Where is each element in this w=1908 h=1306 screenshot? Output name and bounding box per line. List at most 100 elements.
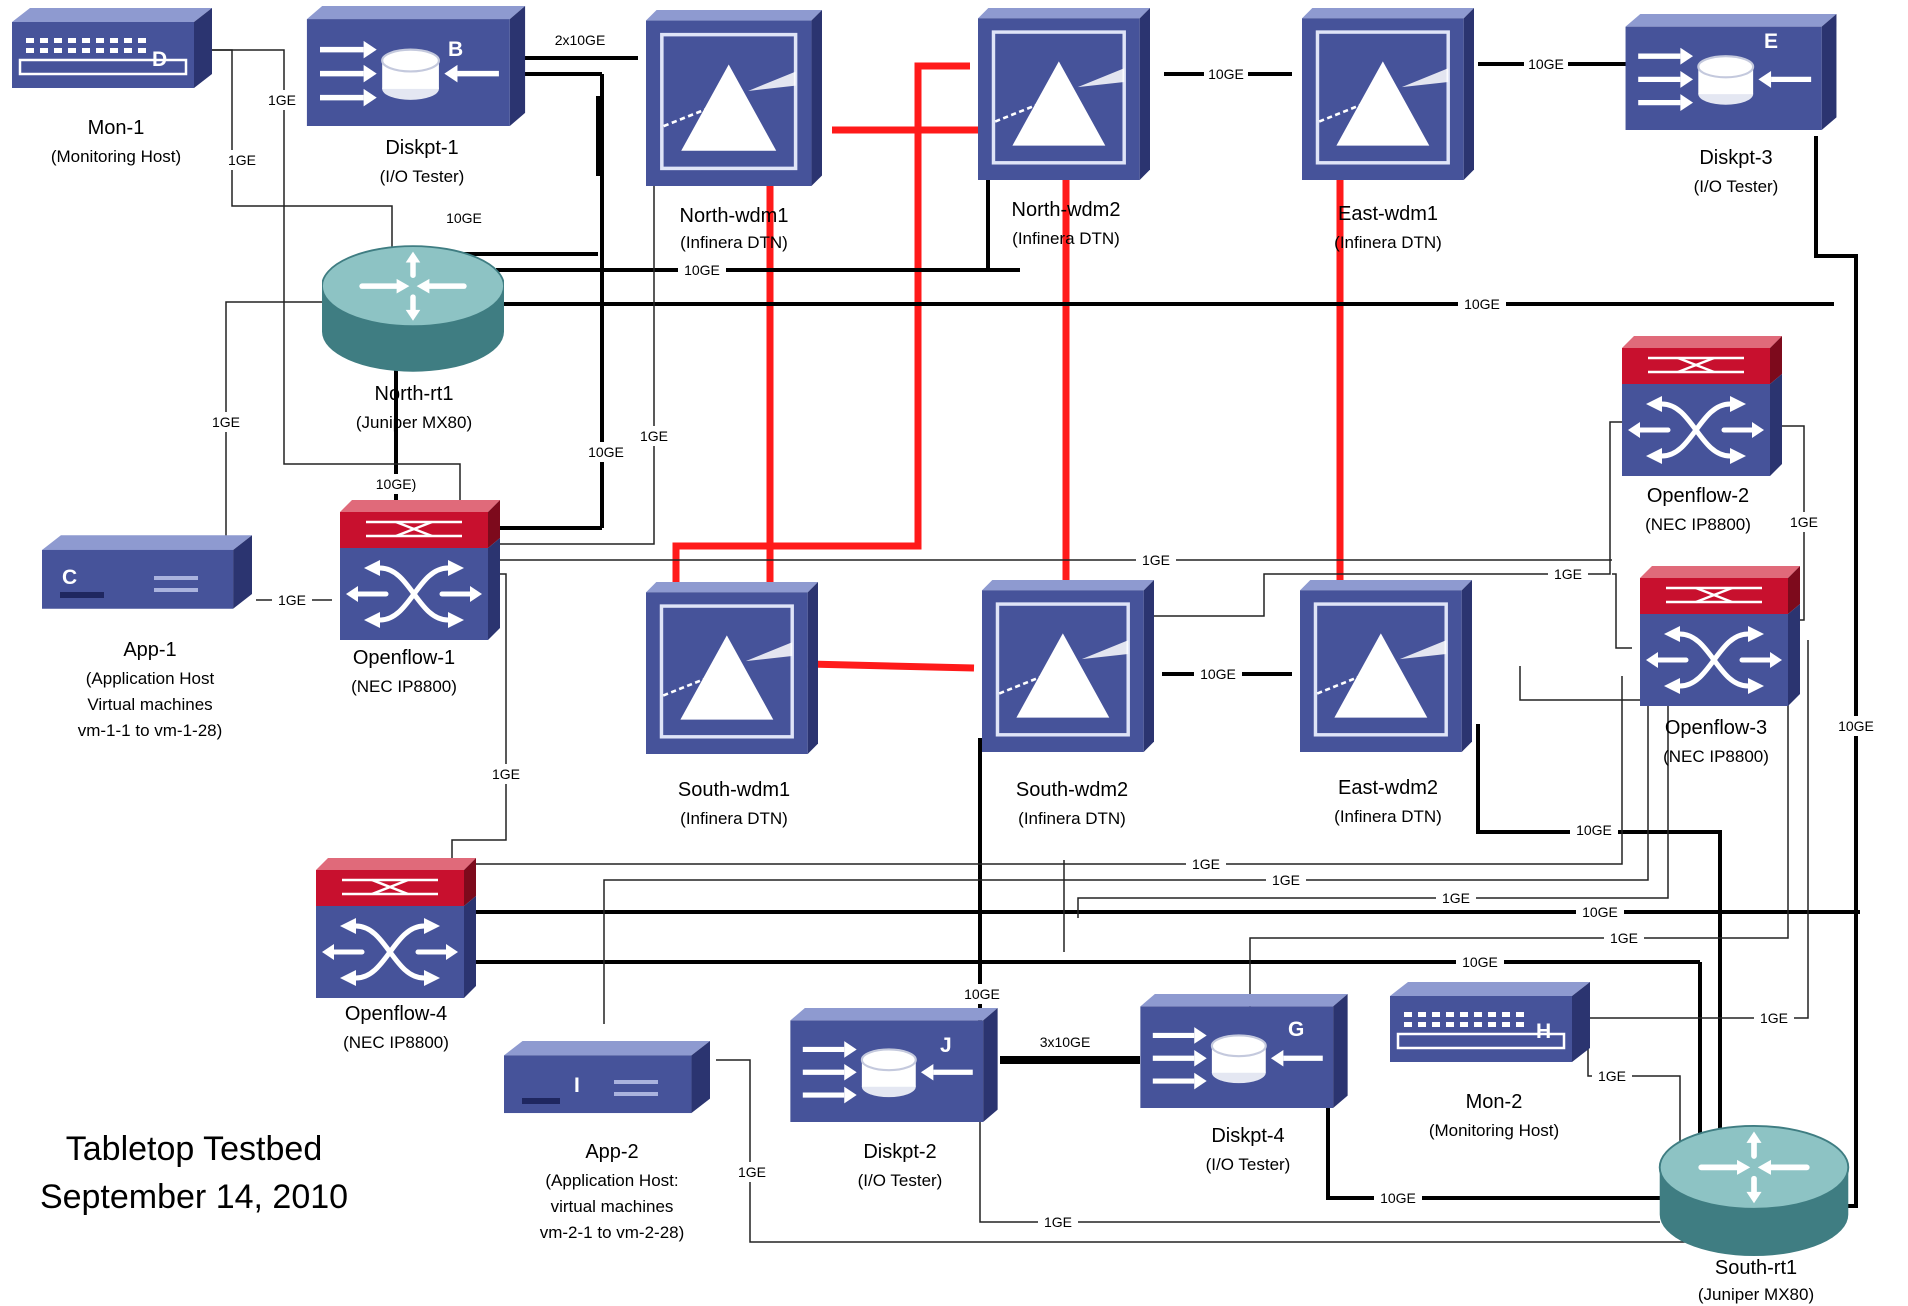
node-name: Mon-1 — [88, 117, 145, 139]
node-name: South-wdm1 — [678, 779, 790, 801]
link-labels: 2x10GE 10GE 10GE 1GE 1GE 10GE 10GE 10GE … — [206, 30, 1880, 1232]
drive-bay — [60, 592, 104, 598]
node-north-wdm2[interactable]: North-wdm2 (Infinera DTN) — [976, 8, 1152, 248]
node-name: Openflow-1 — [353, 647, 455, 669]
node-north-rt1[interactable]: North-rt1 (Juniper MX80) — [322, 246, 504, 432]
link-label: 10GE — [1570, 820, 1618, 840]
node-description: (Infinera DTN) — [680, 809, 788, 828]
node-openflow-2[interactable]: Openflow-2 (NEC IP8800) — [1622, 336, 1782, 534]
node-name: Mon-2 — [1466, 1091, 1523, 1113]
svg-text:1GE: 1GE — [1442, 890, 1470, 906]
svg-text:1GE: 1GE — [268, 92, 296, 108]
link-label: 10GE — [1576, 902, 1624, 922]
wdm-prism-icon — [980, 580, 1156, 752]
node-diskpt-3[interactable]: E Diskpt-3 (I/O Tester) — [1626, 14, 1837, 196]
drive-bay — [154, 588, 198, 592]
node-east-wdm2[interactable]: East-wdm2 (Infinera DTN) — [1298, 580, 1474, 826]
link-label: 1GE — [486, 764, 526, 784]
svg-text:10GE: 10GE — [588, 444, 624, 460]
node-name: Openflow-4 — [345, 1003, 447, 1025]
drive-bay — [154, 576, 198, 580]
svg-text:1GE: 1GE — [1192, 856, 1220, 872]
monitor-host-icon — [12, 8, 212, 88]
svg-text:10GE: 10GE — [1462, 954, 1498, 970]
node-name: Diskpt-4 — [1211, 1125, 1284, 1147]
node-openflow-3[interactable]: Openflow-3 (NEC IP8800) — [1640, 566, 1800, 766]
node-description: (Monitoring Host) — [51, 147, 181, 166]
svg-text:10GE: 10GE — [684, 262, 720, 278]
svg-text:1GE: 1GE — [1790, 514, 1818, 530]
node-name: Openflow-3 — [1665, 717, 1767, 739]
node-south-rt1[interactable]: South-rt1 (Juniper MX80) — [1660, 1126, 1849, 1304]
node-app-2[interactable]: I App-2 (Application Host: virtual machi… — [504, 1040, 710, 1242]
link-label: 1GE — [1266, 870, 1306, 890]
node-letter: C — [62, 566, 77, 589]
svg-text:3x10GE: 3x10GE — [1040, 1034, 1091, 1050]
svg-text:10GE: 10GE — [1576, 822, 1612, 838]
link-label: 1GE — [1186, 854, 1226, 874]
link-label: 1GE — [272, 590, 312, 610]
link-label: 1GE — [1548, 564, 1588, 584]
node-description: (NEC IP8800) — [1663, 747, 1769, 766]
node-east-wdm1[interactable]: East-wdm1 (Infinera DTN) — [1300, 8, 1476, 252]
node-mon-1[interactable]: D Mon-1 (Monitoring Host) — [12, 8, 212, 166]
link-label: 10GE — [582, 442, 630, 462]
link-label: 1GE — [206, 412, 246, 432]
node-app-1[interactable]: C App-1 (Application Host Virtual machin… — [42, 535, 252, 740]
node-diskpt-2[interactable]: J Diskpt-2 (I/O Tester) — [790, 1008, 997, 1190]
drive-bay — [614, 1092, 658, 1096]
drive-bay — [614, 1080, 658, 1084]
node-mon-2[interactable]: H Mon-2 (Monitoring Host) — [1390, 982, 1590, 1140]
node-openflow-4[interactable]: Openflow-4 (NEC IP8800) — [316, 858, 476, 1052]
node-description: (Juniper MX80) — [356, 413, 472, 432]
node-description: (Infinera DTN) — [680, 233, 788, 252]
svg-text:1GE: 1GE — [1554, 566, 1582, 582]
wdm-prism-icon — [644, 582, 820, 754]
link-label: 1GE — [1754, 1008, 1794, 1028]
svg-text:10GE: 10GE — [446, 210, 482, 226]
io-tester-icon — [1626, 14, 1837, 130]
node-description: (Application Host: — [545, 1171, 678, 1190]
link-label: 3x10GE — [1032, 1032, 1098, 1052]
svg-text:1GE: 1GE — [1760, 1010, 1788, 1026]
node-description: (I/O Tester) — [1694, 177, 1779, 196]
node-name: East-wdm1 — [1338, 203, 1438, 225]
svg-text:1GE: 1GE — [228, 152, 256, 168]
svg-text:10GE: 10GE — [1582, 904, 1618, 920]
node-name: North-rt1 — [375, 383, 454, 405]
svg-text:1GE: 1GE — [492, 766, 520, 782]
devices: D Mon-1 (Monitoring Host) B Diskpt-1 (I/… — [12, 6, 1848, 1304]
openflow-switch-icon — [1640, 566, 1800, 706]
title-line: Tabletop Testbed — [66, 1130, 322, 1168]
link-label: 1GE — [1784, 512, 1824, 532]
node-openflow-1[interactable]: Openflow-1 (NEC IP8800) — [340, 500, 500, 696]
node-diskpt-1[interactable]: B Diskpt-1 (I/O Tester) — [307, 6, 525, 186]
svg-text:10GE: 10GE — [1528, 56, 1564, 72]
svg-text:2x10GE: 2x10GE — [555, 32, 606, 48]
svg-text:1GE: 1GE — [738, 1164, 766, 1180]
node-description: (I/O Tester) — [1206, 1155, 1291, 1174]
node-description: vm-1-1 to vm-1-28) — [78, 721, 223, 740]
openflow-switch-icon — [1622, 336, 1782, 476]
svg-text:1GE: 1GE — [640, 428, 668, 444]
node-name: North-wdm2 — [1012, 199, 1121, 221]
node-description: virtual machines — [551, 1197, 674, 1216]
node-south-wdm2[interactable]: South-wdm2 (Infinera DTN) — [980, 580, 1156, 828]
link-label: 1GE — [1604, 928, 1644, 948]
link-label: 10GE — [1524, 54, 1568, 74]
node-name: East-wdm2 — [1338, 777, 1438, 799]
monitor-host-icon — [1390, 982, 1590, 1062]
node-name: Openflow-2 — [1647, 485, 1749, 507]
node-letter: D — [152, 48, 167, 71]
node-name: South-rt1 — [1715, 1257, 1797, 1279]
node-north-wdm1[interactable]: North-wdm1 (Infinera DTN) — [644, 10, 824, 252]
node-name: Diskpt-1 — [385, 137, 458, 159]
diagram-title: Tabletop Testbed September 14, 2010 — [40, 1130, 348, 1216]
node-south-wdm1[interactable]: South-wdm1 (Infinera DTN) — [644, 582, 820, 828]
node-diskpt-4[interactable]: G Diskpt-4 (I/O Tester) — [1140, 994, 1347, 1174]
svg-text:1GE: 1GE — [278, 592, 306, 608]
wdm-prism-icon — [1298, 580, 1474, 752]
node-name: South-wdm2 — [1016, 779, 1128, 801]
node-letter: J — [940, 1034, 952, 1057]
